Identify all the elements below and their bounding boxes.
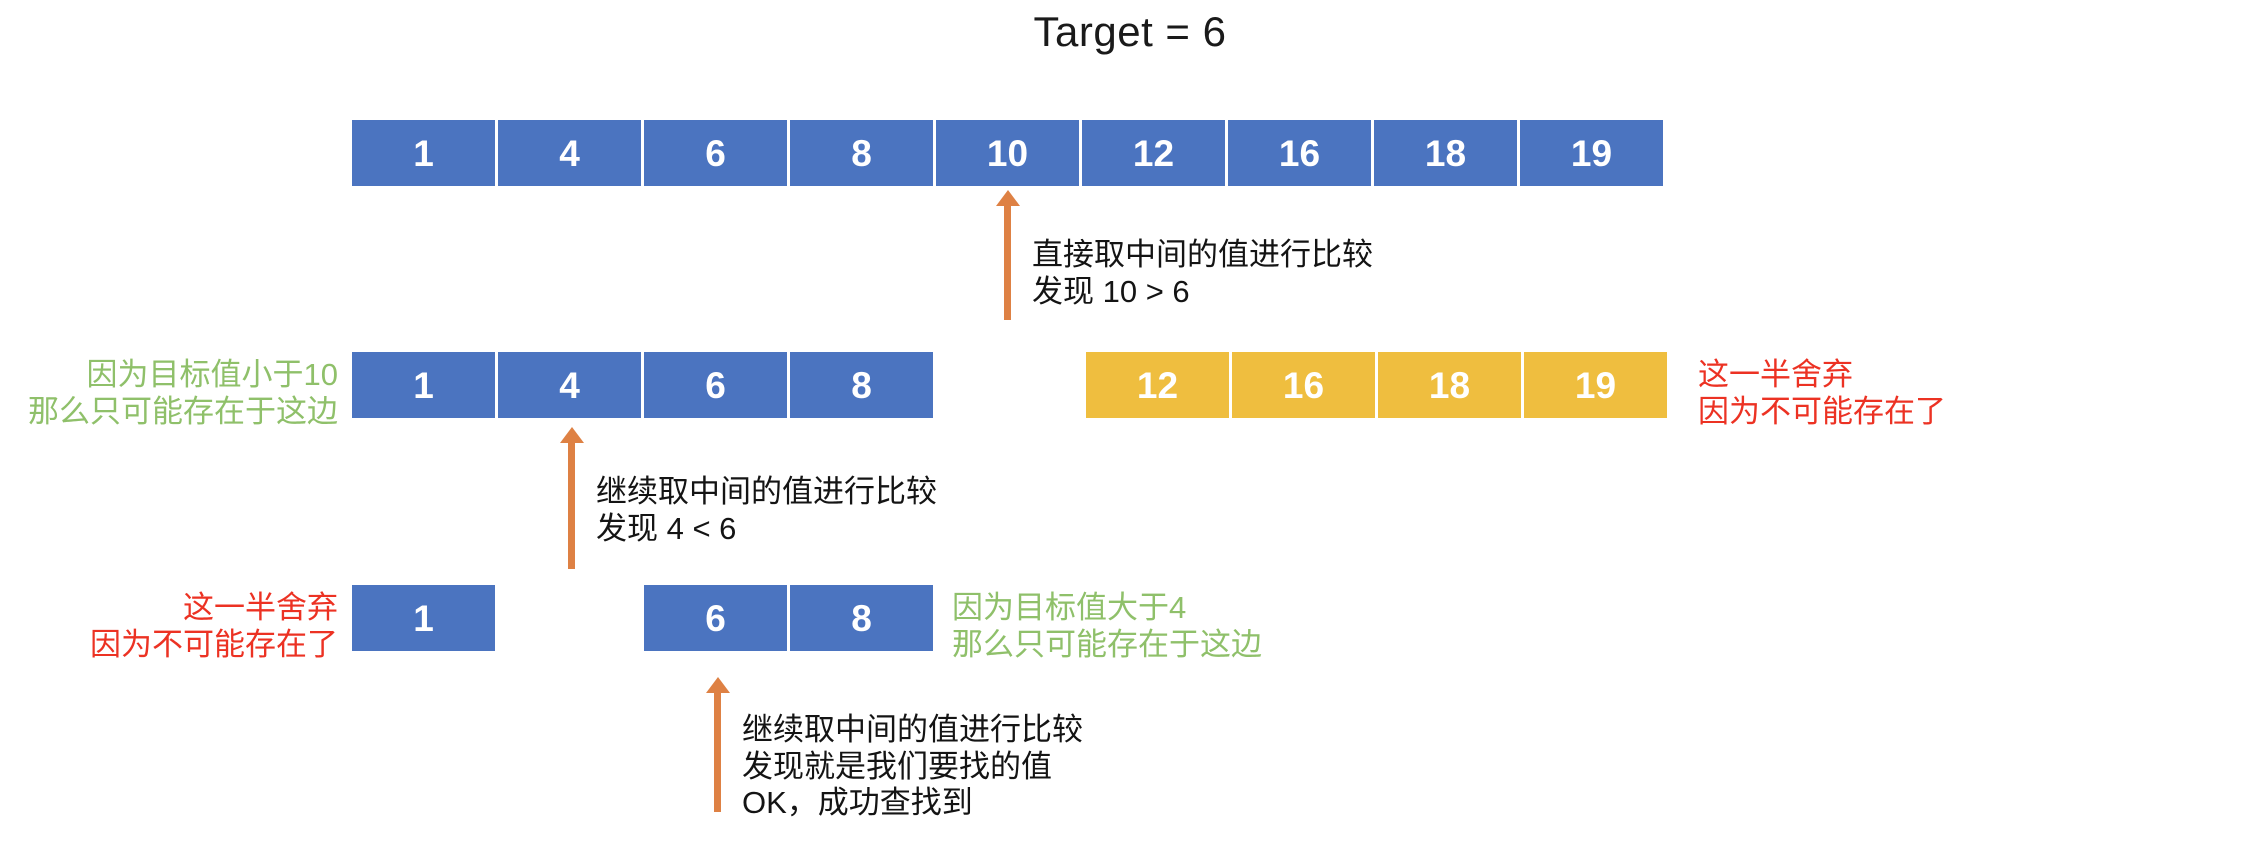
array-cell: 1: [352, 352, 495, 418]
array-cell: 19: [1520, 120, 1663, 186]
array-cell: 8: [790, 352, 933, 418]
array-cell-discarded-kept: 1: [352, 585, 495, 651]
page-title: Target = 6: [1033, 8, 1227, 55]
discard-label-step-2: 这一半舍弃 因为不可能存在了: [1698, 357, 1946, 429]
annotation-step-1: 直接取中间的值进行比较 发现 10 > 6: [1032, 237, 1373, 309]
array-cell-mid: 10: [936, 120, 1079, 186]
array-cell-mid: 4: [498, 352, 641, 418]
array-cell: 18: [1374, 120, 1517, 186]
array-cell: 1: [352, 120, 495, 186]
mid-pointer-arrow-step-3: [714, 692, 721, 812]
array-cell: 4: [498, 120, 641, 186]
mid-pointer-arrow-step-1: [1004, 205, 1011, 320]
annotation-step-2: 继续取中间的值进行比较 发现 4 < 6: [596, 474, 937, 546]
array-cell-discarded: 18: [1378, 352, 1521, 418]
discard-label-step-3: 这一半舍弃 因为不可能存在了: [90, 590, 338, 662]
array-cell-discarded: 19: [1524, 352, 1667, 418]
keep-label-step-2: 因为目标值小于10 那么只可能存在于这边: [28, 357, 338, 429]
array-cell: 8: [790, 585, 933, 651]
array-cell: 8: [790, 120, 933, 186]
array-cell: 6: [644, 352, 787, 418]
keep-label-step-3: 因为目标值大于4 那么只可能存在于这边: [952, 590, 1262, 662]
array-cell-discarded: 16: [1232, 352, 1375, 418]
annotation-step-3: 继续取中间的值进行比较 发现就是我们要找的值 OK，成功查找到: [742, 712, 1083, 821]
array-cell: 6: [644, 120, 787, 186]
array-cell: 16: [1228, 120, 1371, 186]
mid-pointer-arrow-step-2: [568, 442, 575, 569]
array-cell-mid: 6: [644, 585, 787, 651]
array-cell-discarded: 12: [1086, 352, 1229, 418]
array-cell: 12: [1082, 120, 1225, 186]
